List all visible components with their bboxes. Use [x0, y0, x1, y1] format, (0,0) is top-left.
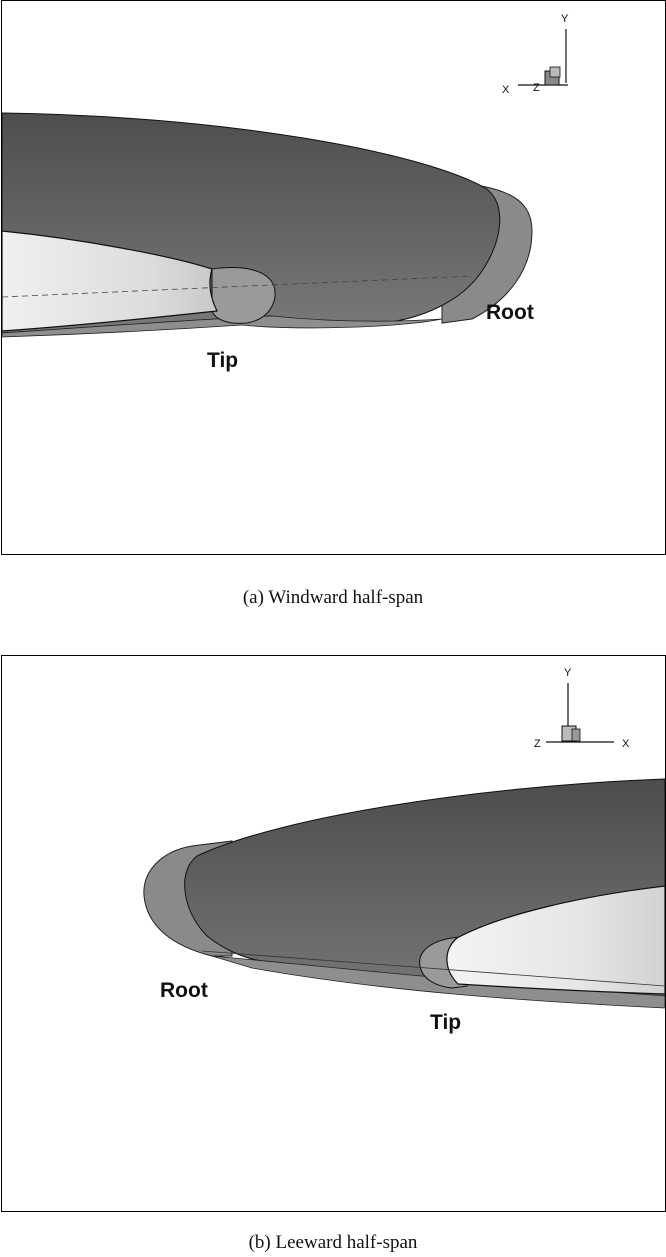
- axis-triad: Y X Z: [502, 13, 569, 96]
- y-axis-label: Y: [561, 13, 569, 25]
- z-axis-label: Z: [533, 82, 540, 94]
- tip-label: Tip: [430, 1011, 461, 1034]
- z-axis-label: Z: [534, 738, 541, 750]
- tip-section: [2, 230, 218, 332]
- root-label: Root: [486, 301, 534, 324]
- axis-triad: Y X Z: [534, 667, 630, 750]
- windward-figure-panel: Root Tip Y X Z: [1, 0, 666, 555]
- chord-line: [2, 275, 473, 298]
- lower-surface: [2, 315, 443, 338]
- tip-section: [446, 885, 665, 995]
- caption-windward: (a) Windward half-span: [242, 587, 424, 608]
- root-label: Root: [160, 979, 208, 1002]
- windward-wing-render: Root Tip Y X Z: [2, 13, 569, 372]
- x-axis-label: X: [502, 84, 510, 96]
- chord-line: [201, 950, 665, 987]
- y-axis-label: Y: [564, 667, 572, 679]
- leeward-figure-panel: Root Tip Y X Z: [1, 655, 666, 1212]
- caption-leeward: (b) Leeward half-span: [248, 1232, 418, 1253]
- x-axis-label: X: [622, 738, 630, 750]
- tip-label: Tip: [207, 349, 238, 372]
- leeward-wing-render: Root Tip Y X Z: [143, 667, 665, 1034]
- tip-cap: [211, 267, 276, 324]
